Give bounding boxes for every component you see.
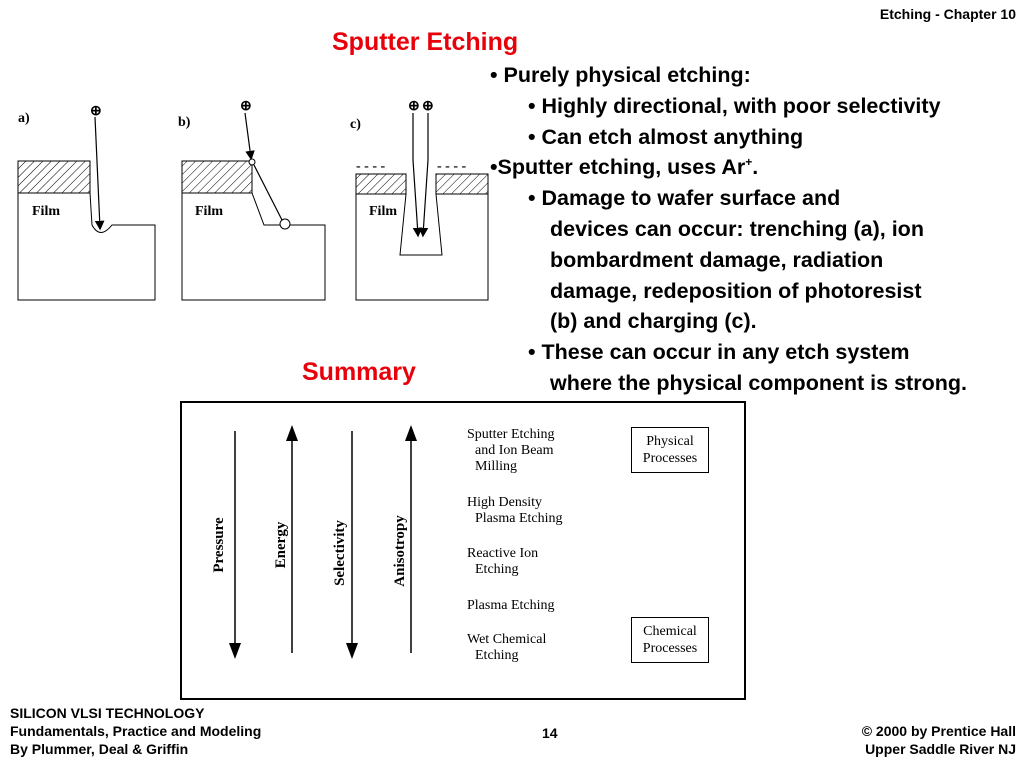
slide-title: Sputter Etching bbox=[332, 28, 519, 56]
film-label-a: Film bbox=[32, 204, 60, 219]
charge-marks-right: - - - - bbox=[437, 159, 466, 174]
redeposit-particle bbox=[279, 218, 291, 230]
bullet-item: • Damage to wafer surface and bbox=[528, 186, 841, 211]
ion-path-c-right bbox=[418, 113, 429, 238]
bullet-item: devices can occur: trenching (a), ion bbox=[550, 216, 924, 241]
footer-left: SILICON VLSI TECHNOLOGY Fundamentals, Pr… bbox=[10, 705, 262, 757]
bullet-item: (b) and charging (c). bbox=[550, 309, 757, 334]
bullet-item: • Highly directional, with poor selectiv… bbox=[528, 93, 941, 118]
ion-icon: ⊕ bbox=[90, 104, 102, 119]
film-label-c: Film bbox=[369, 204, 397, 219]
ion-icon: ⊕ bbox=[422, 99, 434, 114]
film-b bbox=[181, 192, 326, 301]
ion-icon: ⊕ bbox=[408, 99, 420, 114]
bullet-list: • Purely physical etching: • Highly dire… bbox=[490, 60, 967, 399]
redeposit-path bbox=[253, 164, 283, 221]
panel-c-label: c) bbox=[350, 117, 361, 132]
panel-b-label: b) bbox=[178, 115, 191, 130]
photoresist-b bbox=[181, 160, 253, 194]
anisotropy-arrowhead bbox=[405, 425, 417, 441]
selectivity-label: Selectivity bbox=[332, 520, 348, 586]
redeposit-particle bbox=[248, 158, 256, 166]
selectivity-arrowhead bbox=[346, 643, 358, 659]
film-label-b: Film bbox=[195, 204, 223, 219]
photoresist-c-left bbox=[355, 173, 407, 195]
film-a bbox=[17, 192, 156, 301]
summary-diagram: Pressure Energy Selectivity Anisotropy S… bbox=[180, 401, 746, 700]
process-reactive-ion: Reactive Ion Etching bbox=[467, 546, 539, 577]
process-high-density: High Density Plasma Etching bbox=[467, 495, 563, 526]
anisotropy-label: Anisotropy bbox=[392, 515, 408, 587]
panel-c: c) Film - - - - - - - - ⊕ ⊕ bbox=[350, 99, 489, 301]
energy-arrowhead bbox=[286, 425, 298, 441]
process-wet-chemical: Wet Chemical Etching bbox=[467, 632, 547, 663]
pressure-label: Pressure bbox=[211, 517, 227, 573]
bullet-item: damage, redeposition of photoresist bbox=[550, 278, 922, 303]
panel-a-label: a) bbox=[18, 111, 30, 126]
bullet-item: where the physical component is strong. bbox=[550, 370, 967, 395]
ion-path-c-left bbox=[412, 113, 423, 238]
page-number: 14 bbox=[542, 725, 558, 741]
bullet-item: • Can etch almost anything bbox=[528, 124, 804, 149]
chemical-processes-box: Chemical Processes bbox=[631, 617, 709, 663]
summary-heading: Summary bbox=[302, 358, 416, 386]
bullet-item: • These can occur in any etch system bbox=[528, 340, 910, 365]
sputter-damage-diagram: a) Film ⊕ b) Film ⊕ c) Film - - - - - - … bbox=[17, 99, 489, 301]
ion-icon: ⊕ bbox=[240, 99, 252, 114]
bullet-item: • Purely physical etching: bbox=[490, 63, 751, 87]
process-sputter: Sputter Etching and Ion Beam Milling bbox=[467, 427, 555, 474]
physical-processes-box: Physical Processes bbox=[631, 427, 709, 473]
bullet-item: •Sputter etching, uses Ar+. bbox=[490, 155, 759, 180]
summary-arrows: Pressure Energy Selectivity Anisotropy bbox=[211, 425, 417, 659]
energy-label: Energy bbox=[273, 521, 289, 568]
ion-path-b bbox=[244, 112, 255, 161]
panel-a: a) Film ⊕ bbox=[17, 104, 156, 301]
process-plasma: Plasma Etching bbox=[467, 598, 555, 613]
panel-b: b) Film ⊕ bbox=[178, 99, 326, 301]
chapter-header: Etching - Chapter 10 bbox=[879, 6, 1016, 22]
charge-marks-left: - - - - bbox=[356, 159, 385, 174]
photoresist-a bbox=[17, 160, 91, 194]
film-c bbox=[355, 193, 489, 301]
footer-right: © 2000 by Prentice Hall Upper Saddle Riv… bbox=[861, 723, 1016, 757]
pressure-arrowhead bbox=[229, 643, 241, 659]
bullet-item: bombardment damage, radiation bbox=[550, 247, 884, 272]
photoresist-c-right bbox=[435, 173, 489, 195]
ion-path-a bbox=[94, 116, 105, 231]
